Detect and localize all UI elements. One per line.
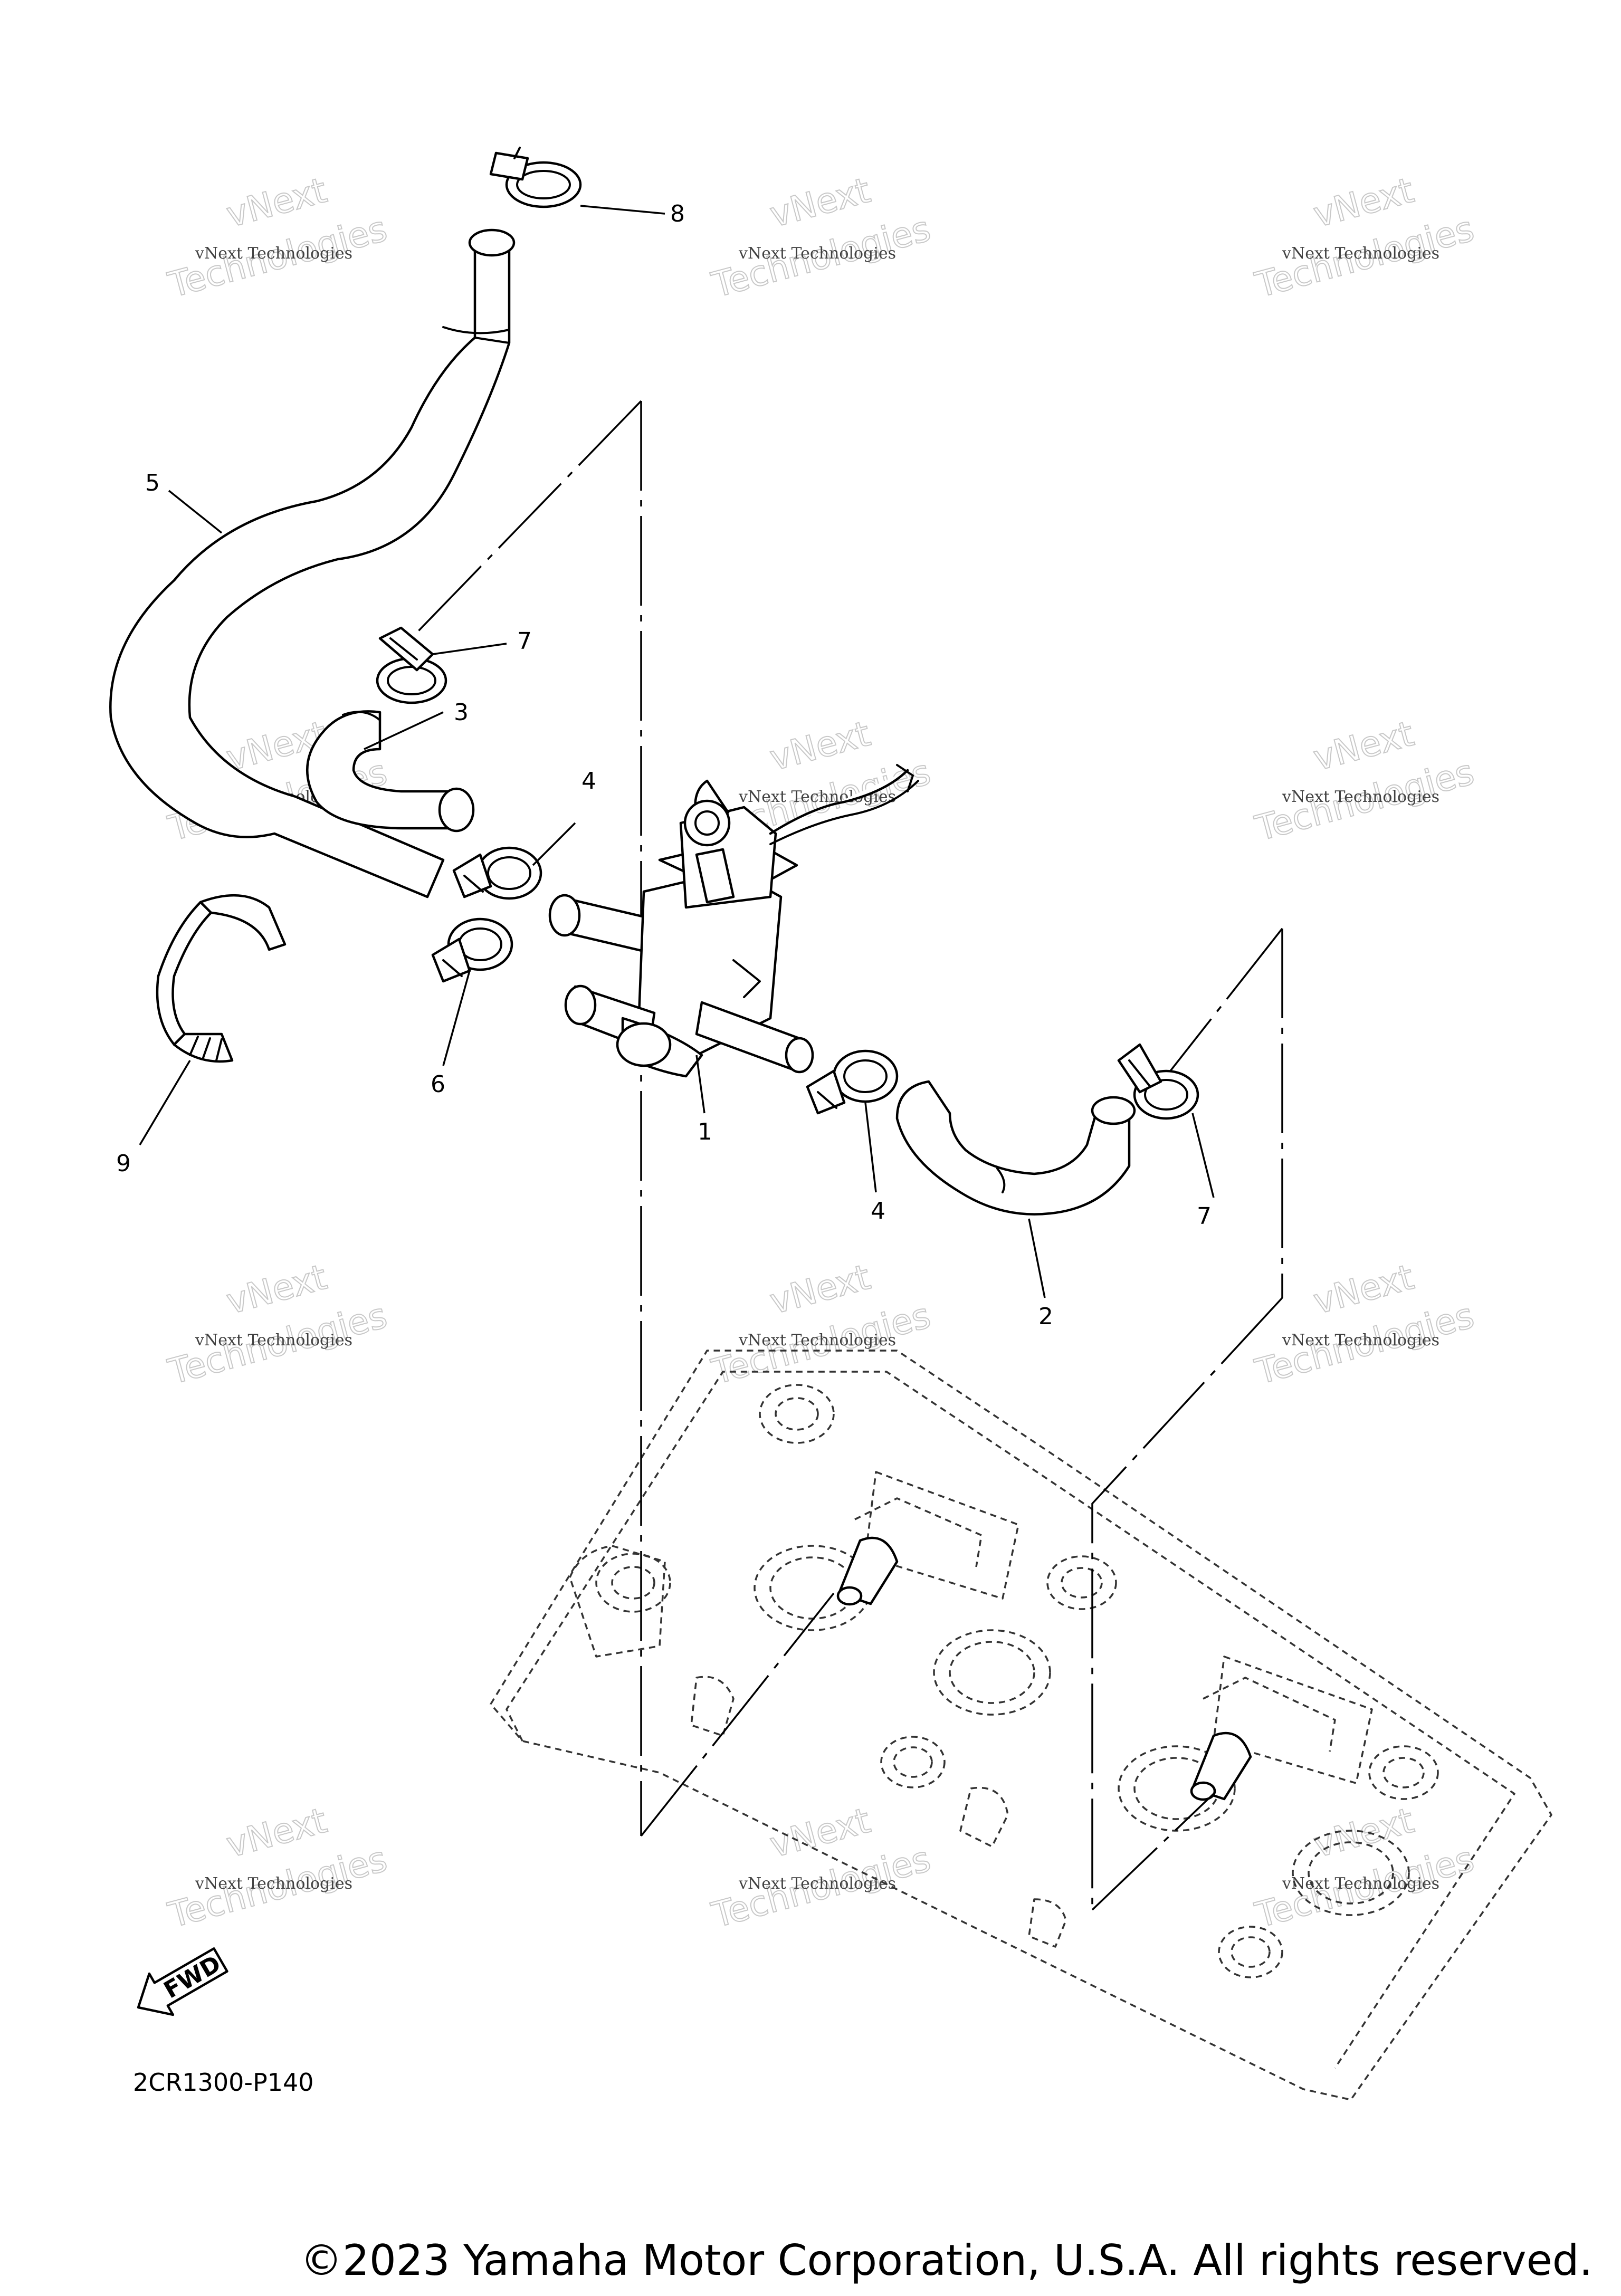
callout-1: 1 (698, 1118, 712, 1145)
part-8-clamp-top (489, 147, 582, 208)
callout-2: 2 (1038, 1303, 1053, 1330)
part-9-band (156, 894, 287, 1063)
part-4-clamp-left (452, 846, 542, 900)
watermark: Technologies vNext vNext Technologies (164, 1256, 392, 1393)
callout-7-upper: 7 (517, 628, 532, 655)
watermark: Technologies vNext vNext Technologies (707, 1800, 935, 1936)
svg-text:vNext Technologies: vNext Technologies (1282, 1331, 1439, 1350)
watermark: Technologies vNext vNext Technologies (1251, 1800, 1479, 1936)
watermark: Technologies vNext vNext Technologies (1251, 1256, 1479, 1393)
callout-8: 8 (670, 200, 685, 227)
part-5-air-hose (109, 228, 516, 898)
svg-text:vNext Technologies: vNext Technologies (1282, 788, 1439, 806)
fwd-arrow: FWD (137, 1947, 228, 2016)
part-7-clamp-right (1117, 1043, 1199, 1120)
svg-text:vNext Technologies: vNext Technologies (1282, 244, 1439, 263)
svg-text:vNext Technologies: vNext Technologies (195, 1331, 352, 1350)
reference-lines (400, 400, 1283, 1911)
part-6-clamp (431, 917, 513, 983)
callout-6: 6 (431, 1071, 445, 1098)
watermark: Technologies vNext vNext Technologies (164, 169, 392, 306)
part-7-clamp-upper (376, 626, 447, 704)
part-3-air-hose (306, 710, 475, 833)
callout-9: 9 (116, 1150, 131, 1177)
callout-labels: 1 2 3 4 4 5 6 7 7 8 9 (116, 200, 1212, 1330)
part-4-clamp-right (806, 1049, 899, 1115)
svg-text:vNext Technologies: vNext Technologies (738, 244, 896, 263)
watermark: Technologies vNext vNext Technologies (164, 1800, 392, 1936)
copyright-notice: ©2023 Yamaha Motor Corporation, U.S.A. A… (300, 2236, 1593, 2285)
callout-3: 3 (454, 699, 469, 726)
svg-text:vNext Technologies: vNext Technologies (738, 1874, 896, 1893)
figure-code: 2CR1300-P140 (133, 2068, 314, 2097)
svg-text:vNext Technologies: vNext Technologies (1282, 1874, 1439, 1893)
part-1-air-cut-off-valve (548, 764, 919, 1078)
callout-7-lower: 7 (1197, 1203, 1212, 1230)
watermark-layer: Technologies vNext vNext Technologies Te… (164, 169, 1479, 1936)
cylinder-head-cover-outline (490, 1350, 1552, 2101)
watermark: Technologies vNext vNext Technologies (707, 169, 935, 306)
fwd-label: FWD (159, 1950, 225, 2004)
svg-text:vNext Technologies: vNext Technologies (195, 244, 352, 263)
callout-4-lower: 4 (871, 1198, 885, 1224)
watermark: Technologies vNext vNext Technologies (1251, 169, 1479, 306)
watermark: Technologies vNext vNext Technologies (1251, 713, 1479, 849)
callout-4-upper: 4 (581, 768, 596, 795)
svg-text:vNext Technologies: vNext Technologies (195, 1874, 352, 1893)
svg-text:vNext Technologies: vNext Technologies (738, 1331, 896, 1350)
leader-lines (139, 205, 1215, 1298)
callout-5: 5 (145, 470, 160, 496)
part-2-air-hose (895, 1080, 1136, 1216)
